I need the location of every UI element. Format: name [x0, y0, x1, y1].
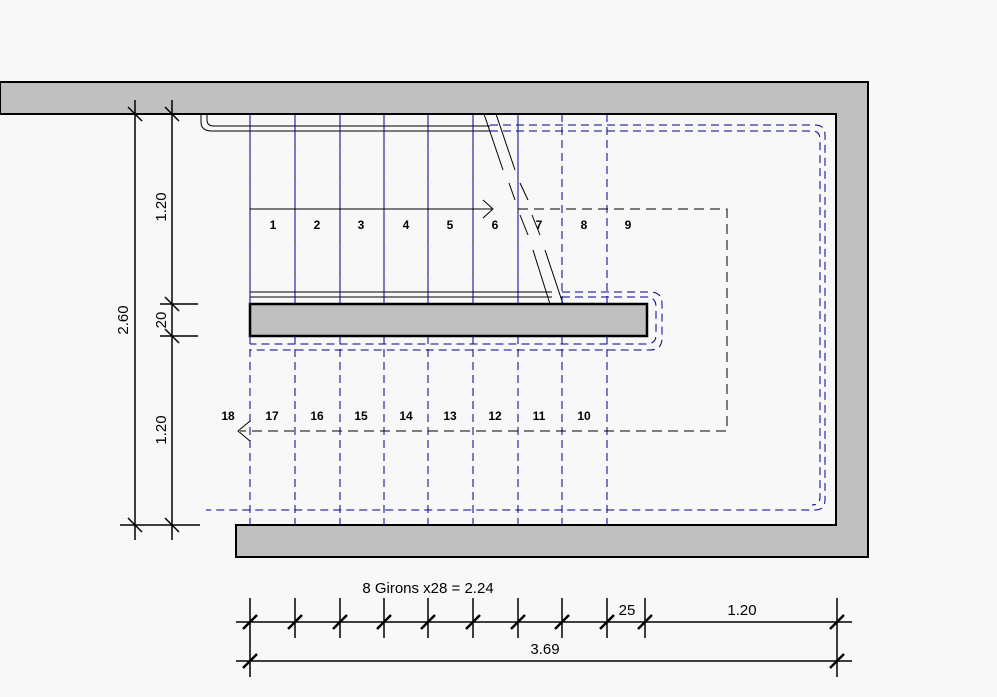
dim-center-wall: 20 [153, 312, 170, 329]
step-number: 16 [310, 409, 324, 423]
center-wall [248, 302, 649, 338]
dim-total-height: 2.60 [115, 305, 132, 334]
dim-tick [420, 614, 436, 630]
step-number: 11 [533, 409, 546, 423]
step-number: 1 [270, 218, 277, 232]
upper-handrail [200, 114, 552, 298]
dim-treads-note: 8 Girons x28 = 2.24 [362, 580, 493, 597]
dim-tick [510, 614, 526, 630]
dim-lower-flight: 1.20 [153, 415, 170, 444]
dim-total-length: 3.69 [530, 641, 559, 658]
dim-tick [465, 614, 481, 630]
step-number: 10 [577, 409, 591, 423]
step-number: 13 [443, 409, 457, 423]
dim-tick [332, 614, 348, 630]
dim-tick [287, 614, 303, 630]
dim-upper-flight: 1.20 [153, 192, 170, 221]
step-number: 4 [403, 218, 410, 232]
dim-tick [599, 614, 615, 630]
dim-landing: 1.20 [727, 602, 756, 619]
step-number: 3 [358, 218, 365, 232]
dim-tick [829, 614, 845, 630]
step-number: 7 [536, 218, 543, 232]
step-number: 15 [354, 409, 368, 423]
dim-tick [829, 653, 845, 669]
step-number: 18 [221, 409, 235, 423]
dim-tick [637, 614, 653, 630]
dim-tick [242, 653, 258, 669]
walk-line [237, 199, 728, 442]
step-number: 6 [492, 218, 499, 232]
dim-tick [554, 614, 570, 630]
step-number: 9 [625, 218, 632, 232]
step-number: 2 [314, 218, 321, 232]
bottom-dimensions [236, 598, 852, 677]
left-dimensions [120, 100, 200, 540]
step-number: 5 [447, 218, 454, 232]
dim-tick [376, 614, 392, 630]
dim-tick [242, 614, 258, 630]
cut-line [483, 113, 564, 305]
step-number: 14 [399, 409, 413, 423]
outer-wall [0, 81, 869, 558]
dim-gap: 25 [619, 602, 636, 619]
step-number: 8 [581, 218, 588, 232]
step-number: 17 [265, 409, 279, 423]
step-number: 12 [488, 409, 502, 423]
